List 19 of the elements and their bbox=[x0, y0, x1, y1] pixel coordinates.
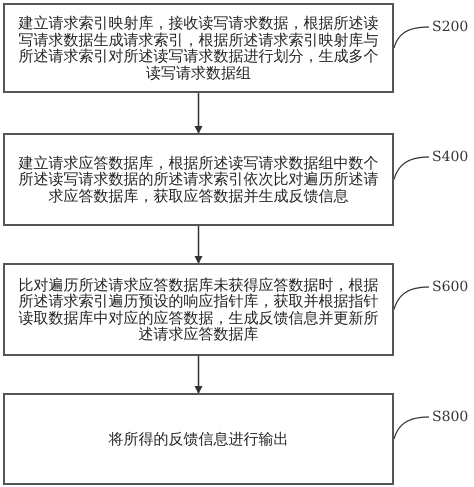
leader-line bbox=[393, 26, 430, 48]
arrow bbox=[194, 226, 202, 264]
step-label: S800 bbox=[432, 409, 468, 425]
arrow bbox=[194, 356, 202, 394]
process-box bbox=[3, 393, 394, 485]
leader-line bbox=[393, 156, 430, 180]
process-box bbox=[3, 3, 394, 93]
step-label: S200 bbox=[432, 19, 468, 35]
process-box bbox=[3, 263, 394, 356]
step-text: 建立请求索引映射库，接收读写请求数据，根据所述读写请求数据生成请求索引，根据所述请求索引映射库与所述请求索引对所述读写请求数据进行划分，生成多个读写请求数据组 bbox=[17, 15, 380, 81]
process-box bbox=[3, 133, 394, 226]
step-text: 比对遍历所述请求应答数据库未获得应答数据时，根据所述请求索引遍历预设的响应指针库，获取并根据指针读取数据库中对应的应答数据，生成反馈信息并更新所述请求应答数据库 bbox=[18, 276, 380, 342]
leader-line bbox=[393, 416, 430, 440]
step-text: 建立请求应答数据库，根据所述读写请求数据组中数个所述读写请求数据的所述请求索引依次比对遍历所述请求应答数据库，获取应答数据并生成反馈信息 bbox=[17, 154, 380, 204]
leader-line bbox=[393, 286, 430, 310]
arrow bbox=[194, 93, 202, 134]
step-label: S600 bbox=[432, 279, 468, 295]
step-text: 将所得的反馈信息进行输出 bbox=[108, 430, 288, 448]
step-label: S400 bbox=[432, 149, 468, 165]
